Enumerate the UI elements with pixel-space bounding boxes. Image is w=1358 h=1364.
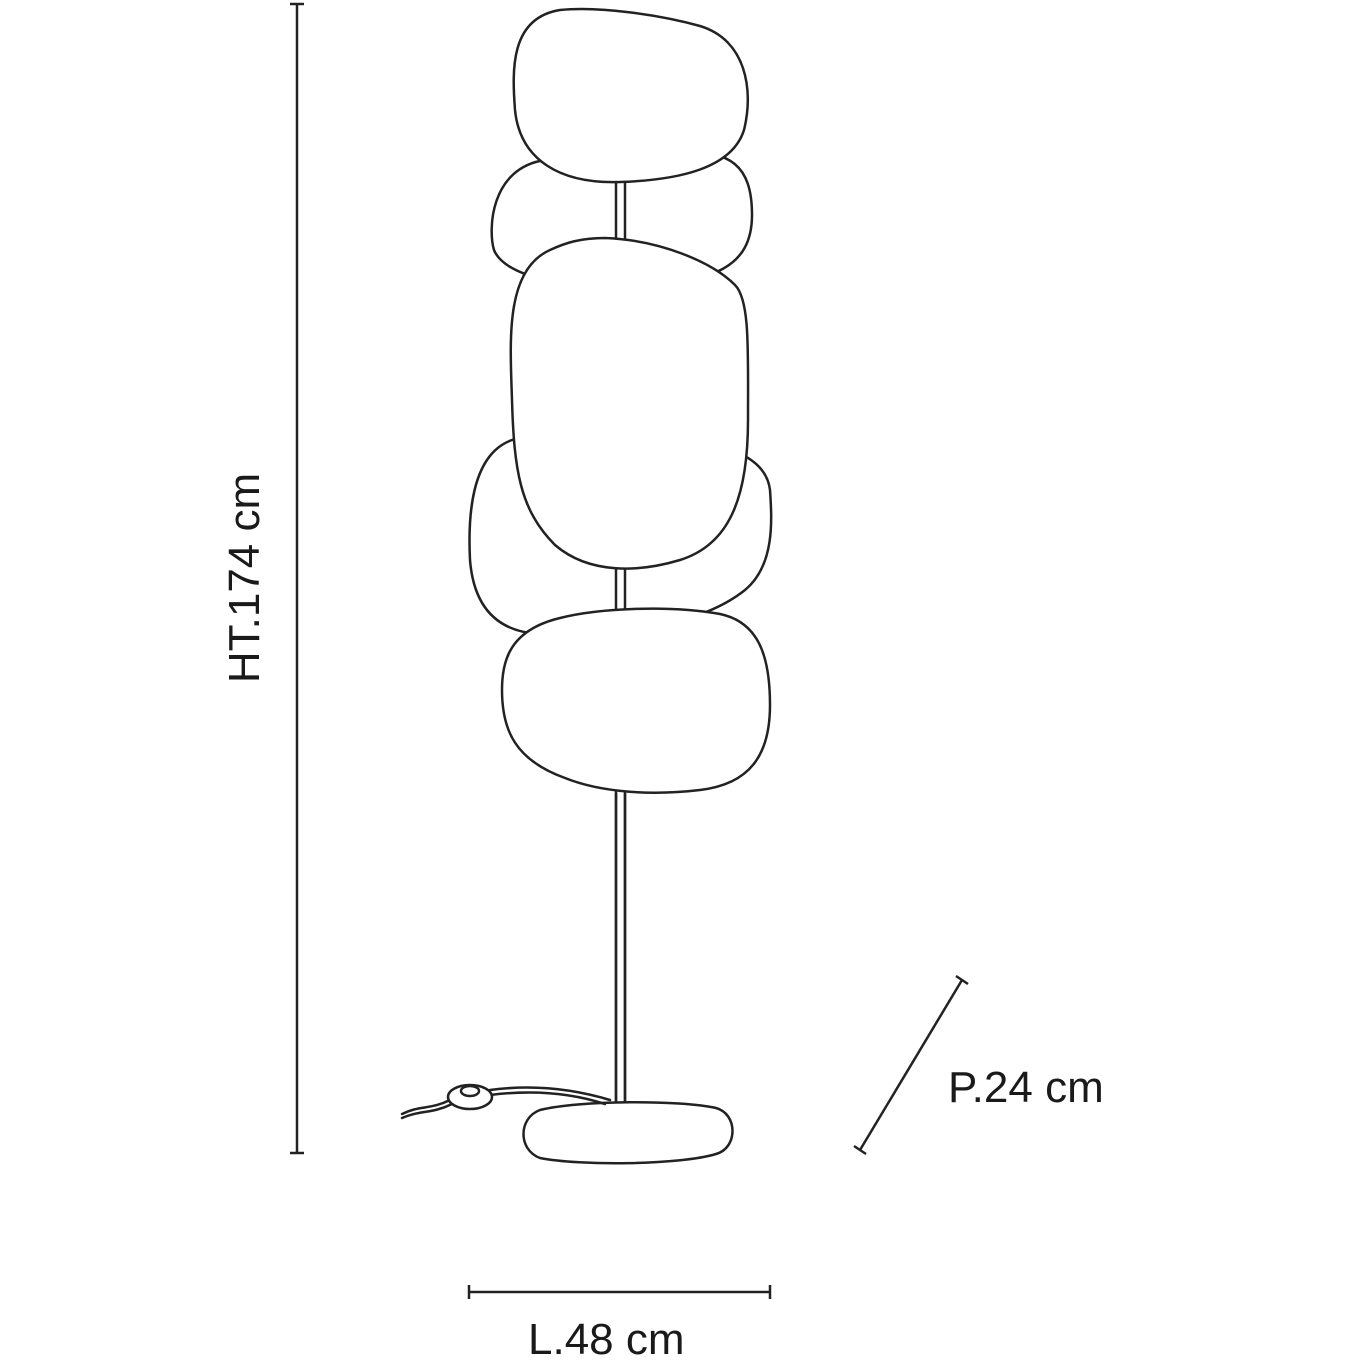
width-label: L.48 cm [528, 1315, 685, 1364]
foot-switch-icon [446, 1083, 494, 1111]
width-dimension-line [467, 1285, 772, 1299]
shade-3 [509, 236, 750, 570]
height-dimension-line [290, 2, 304, 1155]
lamp-base [522, 1101, 734, 1165]
shade-1 [512, 7, 750, 184]
shade-5 [500, 607, 772, 794]
power-cord [400, 1098, 454, 1120]
power-cord-to-base [488, 1086, 612, 1106]
depth-label: P.24 cm [948, 1063, 1104, 1112]
height-label: HT.174 cm [220, 472, 269, 684]
depth-dimension-line [853, 974, 969, 1156]
